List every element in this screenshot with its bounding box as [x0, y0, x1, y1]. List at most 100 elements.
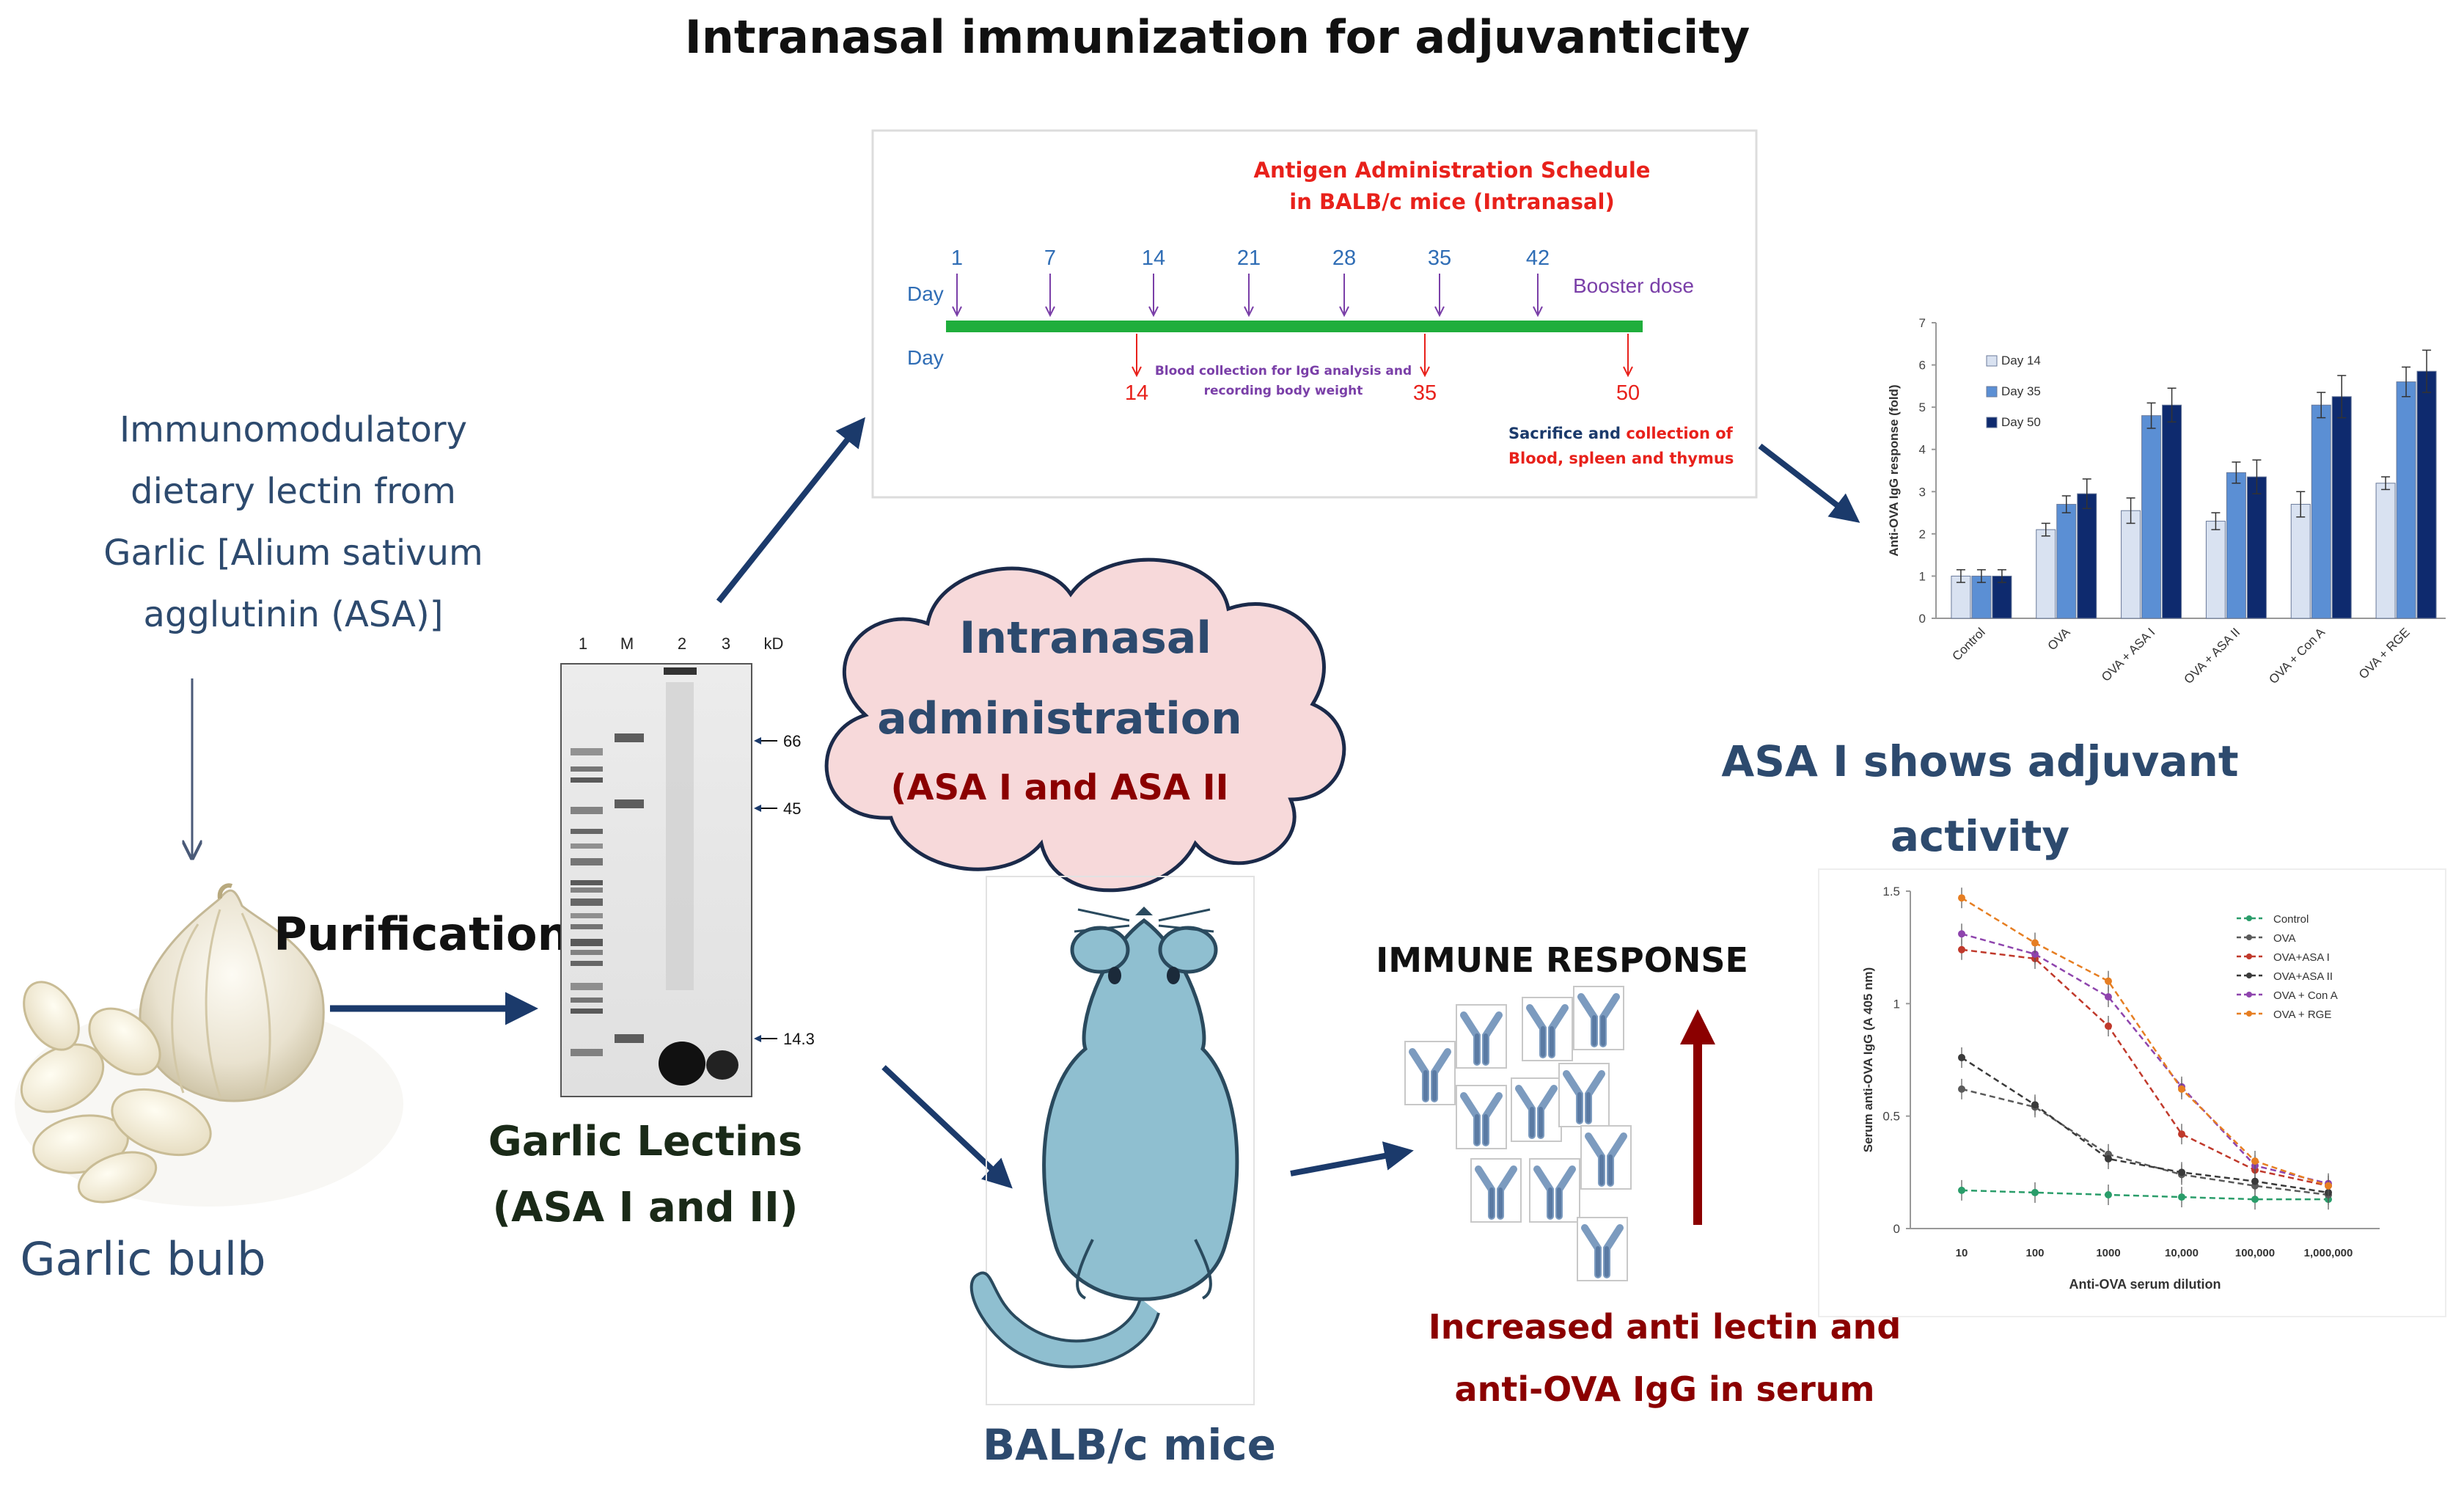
line-point [2105, 993, 2112, 1001]
bar-legend-swatch [1986, 386, 1998, 398]
line-legend-marker [2246, 934, 2252, 940]
marker-14-3: 14.3 [754, 1030, 815, 1048]
source-line-1: Immunomodulatory [120, 409, 467, 450]
admin-day-arrowhead [1148, 306, 1159, 318]
line-x-tick-label: 10,000 [2165, 1247, 2199, 1259]
line-x-tick-label: 1,000,000 [2304, 1247, 2353, 1259]
line-point [1958, 1186, 1965, 1194]
source-description: Immunomodulatory dietary lectin from Gar… [103, 409, 483, 635]
gel-band [571, 858, 603, 865]
line-y-tick-label: 1.5 [1882, 885, 1900, 898]
admin-day-arrowhead [952, 306, 962, 318]
bar [2375, 483, 2396, 619]
line-point [1958, 1085, 1965, 1093]
bar-y-tick-label: 5 [1919, 400, 1926, 414]
cloud-line-1: Intranasal [959, 612, 1211, 664]
garlic-bulb-label: Garlic bulb [20, 1232, 265, 1286]
gel-band [571, 983, 603, 990]
admin-day-label: 35 [1428, 246, 1451, 270]
marker-45: 45 [754, 799, 801, 818]
line-point [2105, 1154, 2112, 1163]
gel-band [706, 1050, 738, 1080]
lane-label-3: 3 [722, 634, 730, 653]
line-point [2251, 1157, 2259, 1165]
antibody-icon [1456, 1005, 1506, 1068]
admin-day-label: 21 [1237, 246, 1261, 270]
gel-band [571, 887, 603, 893]
gel-smear [666, 682, 694, 990]
admin-day-label: 28 [1332, 246, 1356, 270]
line-legend-marker [2246, 915, 2252, 921]
gel-band [571, 898, 603, 906]
finding-line-1: ASA I shows adjuvant [1721, 736, 2238, 786]
line-point [1958, 945, 1965, 954]
admin-day-arrowhead [1533, 306, 1543, 318]
line-point [1958, 930, 1965, 938]
bar [2331, 396, 2352, 619]
line-legend-label: OVA + Con A [2273, 989, 2338, 1002]
bar-legend-swatch [1986, 417, 1998, 428]
line-legend-label: OVA+ASA II [2273, 970, 2333, 983]
bar-category-label: Control [1950, 625, 1988, 663]
gel-band [571, 1009, 603, 1014]
bar-category-label: OVA + ASA I [2099, 625, 2157, 684]
line-point [2031, 1101, 2039, 1109]
sds-page-gel: 1 M 2 3 kD 66 45 14.3 [560, 634, 815, 1097]
gel-band [571, 807, 603, 814]
line-point [1958, 894, 1965, 902]
gel-band [615, 799, 644, 808]
bar-y-tick-label: 1 [1919, 569, 1926, 583]
bar [2141, 415, 2162, 619]
admin-day-label: 14 [1142, 246, 1165, 270]
gel-to-schedule-arrow [716, 417, 865, 604]
gel-caption-line-1: Garlic Lectins [488, 1118, 802, 1165]
antibody-icon [1581, 1126, 1631, 1189]
antibody-icon [1405, 1042, 1455, 1105]
admin-day-arrowhead [1339, 306, 1349, 318]
line-series [1961, 1088, 2329, 1196]
mouse-label: BALB/c mice [983, 1420, 1276, 1470]
line-series [1961, 948, 2329, 1187]
line-x-axis-label: Anti-OVA serum dilution [2069, 1277, 2221, 1292]
gel-band [571, 998, 603, 1003]
antibody-icon [1574, 987, 1624, 1050]
blood-note-line-2: recording body weight [1204, 384, 1363, 398]
line-point [2178, 1193, 2185, 1201]
bar-category-label: OVA + RGE [2356, 625, 2413, 681]
bar [1971, 575, 1992, 619]
immune-response-title: IMMUNE RESPONSE [1376, 940, 1748, 980]
bar [2246, 476, 2267, 619]
bar-legend-label: Day 50 [2001, 415, 2041, 429]
gel-band [571, 924, 603, 929]
mouse-illustration [969, 876, 1255, 1405]
schedule-title-line-2: in BALB/c mice (Intranasal) [1289, 189, 1614, 214]
bar [2226, 472, 2246, 619]
antibody-icon [1456, 1086, 1506, 1149]
gel-band [571, 950, 603, 955]
admin-day-label: 42 [1526, 246, 1550, 270]
bar-y-tick-label: 6 [1919, 359, 1926, 373]
bar [1951, 575, 1971, 619]
line-legend-marker [2246, 954, 2252, 959]
day-label-bottom: Day [907, 346, 944, 369]
admin-day-arrowhead [1434, 306, 1445, 318]
diagram-title: Intranasal immunization for adjuvanticit… [685, 10, 1750, 64]
gel-band [571, 829, 603, 834]
cloud-line-3: (ASA I and ASA II [890, 767, 1228, 808]
kd-label: kD [764, 634, 784, 653]
bar-category-label: OVA + ASA II [2182, 625, 2243, 687]
bar [2077, 493, 2097, 619]
gel-band [571, 913, 603, 918]
antibody-icon [1559, 1064, 1609, 1127]
line-y-tick-label: 0 [1893, 1222, 1900, 1236]
collection-day-arrowhead [1132, 366, 1142, 378]
line-y-axis-label: Serum anti-OVA IgG (A 405 nm) [1861, 967, 1875, 1153]
svg-text:66: 66 [783, 732, 801, 750]
collection-day-label: 35 [1413, 381, 1437, 405]
bar [2416, 370, 2437, 619]
line-chart-frame [1818, 868, 2446, 1317]
collection-day-arrowhead [1623, 366, 1633, 378]
bar [2056, 504, 2077, 619]
line-point [2251, 1196, 2259, 1204]
